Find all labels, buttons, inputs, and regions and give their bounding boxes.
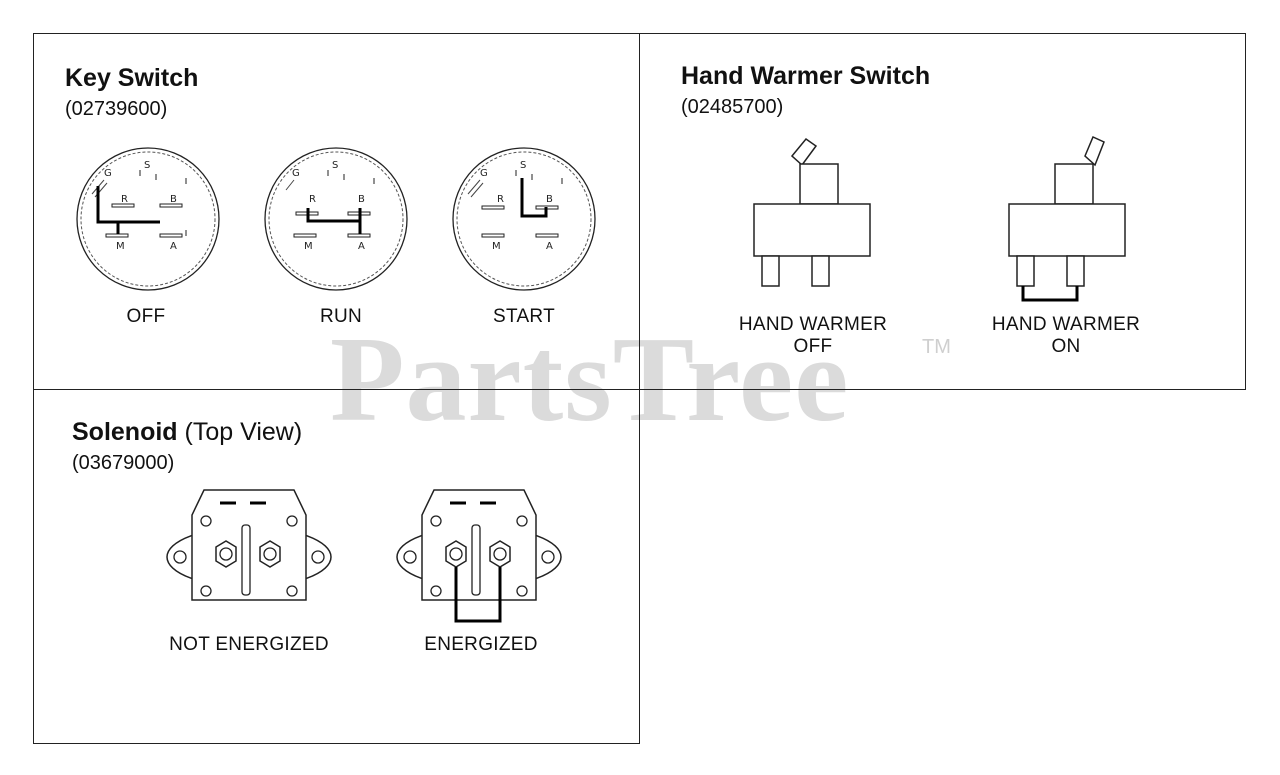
key-switch-run-caption: RUN [319,306,363,327]
hand-warmer-switch-part-number: (02485700) [681,96,784,118]
terminal-m-label: M [304,241,313,252]
solenoid-panel: Solenoid (Top View) (03679000) [33,389,640,744]
hand-warmer-switch-title: Hand Warmer Switch [681,62,931,90]
solenoid-part-number: (03679000) [72,452,175,474]
terminal-b-label: B [358,194,365,205]
terminal-m-label: M [116,241,125,252]
key-switch-title: Key Switch [65,64,199,92]
terminal-b-label: B [546,194,553,205]
solenoid-not-energized-caption: NOT ENERGIZED [169,634,329,655]
terminal-r-label: R [497,194,504,205]
terminal-g-label: G [104,168,112,179]
terminal-a-label: A [546,241,553,252]
solenoid-not-energized-diagram [166,489,332,601]
hand-warmer-off-line1: HAND WARMER [738,314,888,335]
terminal-r-label: R [121,194,128,205]
terminal-s-label: S [520,160,526,171]
terminal-g-label: G [292,168,300,179]
solenoid-title: Solenoid (Top View) [72,418,302,447]
key-switch-off-caption: OFF [126,306,166,327]
hand-warmer-on-line2: ON [1051,336,1081,357]
solenoid-title-main: Solenoid [72,418,178,446]
terminal-a-label: A [170,241,177,252]
key-switch-start-diagram: G S R B M A [452,147,596,291]
hand-warmer-off-line2: OFF [793,336,833,357]
solenoid-energized-caption: ENERGIZED [424,634,538,655]
hand-warmer-on-line1: HAND WARMER [991,314,1141,335]
terminal-g-label: G [480,168,488,179]
terminal-m-label: M [492,241,501,252]
key-switch-run-diagram: G S R B M A [264,147,408,291]
terminal-s-label: S [332,160,338,171]
key-switch-part-number: (02739600) [65,98,168,120]
hand-warmer-off-diagram [753,137,871,287]
hand-warmer-on-diagram [1008,135,1126,302]
solenoid-energized-diagram [396,489,562,623]
hand-warmer-off-caption: HAND WARMER OFF [713,314,913,358]
key-switch-start-caption: START [492,306,556,327]
terminal-a-label: A [358,241,365,252]
hand-warmer-switch-panel: Hand Warmer Switch (02485700) HAND WARME… [639,33,1246,390]
terminal-r-label: R [309,194,316,205]
key-switch-off-diagram: G S R B M A [76,147,220,291]
terminal-s-label: S [144,160,150,171]
key-switch-panel: Key Switch (02739600) G S R B M A G S R … [33,33,640,390]
solenoid-title-suffix: (Top View) [184,418,303,446]
terminal-b-label: B [170,194,177,205]
hand-warmer-on-caption: HAND WARMER ON [966,314,1166,358]
